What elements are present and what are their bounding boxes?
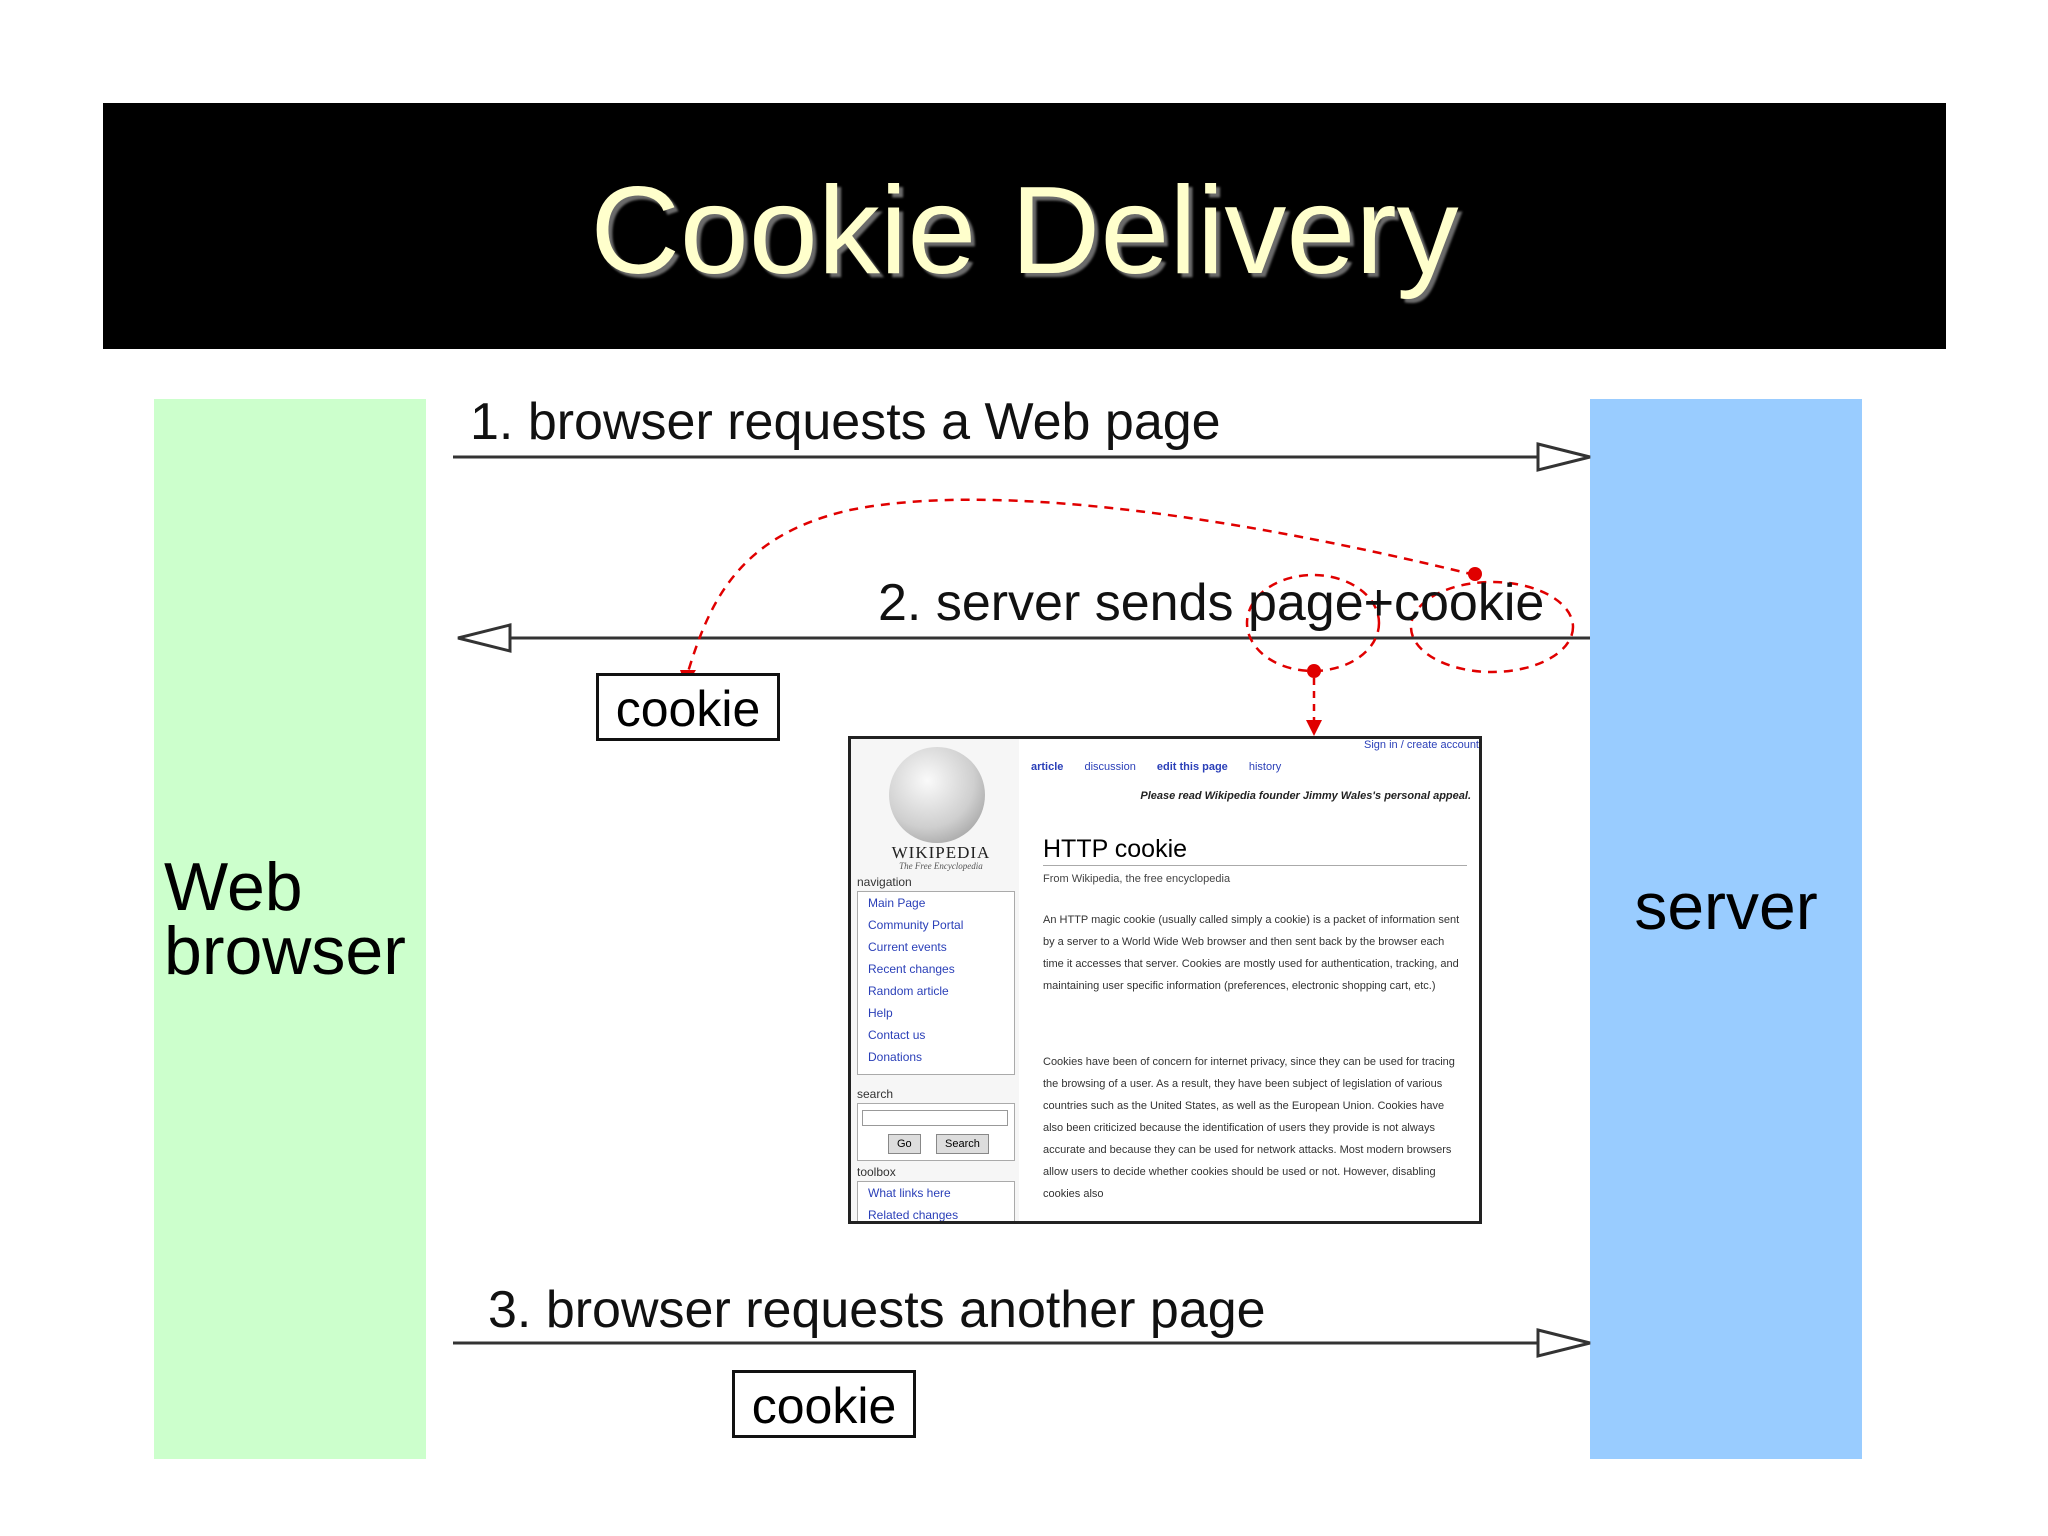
page-anchor-dot bbox=[1307, 664, 1321, 678]
wiki-sidebar: WIKIPEDIA The Free Encyclopedia navigati… bbox=[851, 739, 1019, 1221]
received-cookie-box: cookie bbox=[596, 673, 780, 741]
wiki-heading-rule bbox=[1043, 865, 1467, 866]
server-column bbox=[1590, 399, 1862, 1459]
wiki-search-button[interactable]: Search bbox=[936, 1134, 989, 1154]
wiki-tab-history[interactable]: history bbox=[1248, 761, 1282, 773]
wiki-signin-link[interactable]: Sign in / create account bbox=[1364, 739, 1479, 751]
slide-title: Cookie Delivery bbox=[590, 162, 1459, 300]
wiki-nav-link[interactable]: Main Page bbox=[868, 896, 926, 910]
wiki-nav-link[interactable]: Current events bbox=[868, 940, 947, 954]
wiki-search-box: Go Search bbox=[857, 1103, 1015, 1161]
page-highlight-ellipse bbox=[1245, 573, 1381, 673]
step-1-label: 1. browser requests a Web page bbox=[470, 393, 1221, 451]
wiki-tagline: The Free Encyclopedia bbox=[899, 861, 983, 871]
wiki-tab-discussion[interactable]: discussion bbox=[1084, 761, 1136, 773]
wiki-toolbox-link[interactable]: Related changes bbox=[868, 1208, 959, 1222]
wiki-nav-link[interactable]: Help bbox=[868, 1006, 893, 1020]
response-arrowhead bbox=[457, 623, 512, 653]
wiki-paragraph-2: Cookies have been of concern for interne… bbox=[1043, 1056, 1455, 1200]
wiki-article-heading: HTTP cookie bbox=[1043, 835, 1188, 863]
wiki-logo: WIKIPEDIA bbox=[891, 843, 991, 862]
wiki-search-title: search bbox=[857, 1087, 894, 1101]
wiki-tab-article[interactable]: article bbox=[1031, 761, 1064, 773]
cookie-to-browser-curve bbox=[686, 498, 1476, 673]
wiki-paragraph-1: An HTTP magic cookie (usually called sim… bbox=[1043, 914, 1460, 992]
second-request-arrowhead bbox=[1536, 1328, 1591, 1358]
wiki-nav-link[interactable]: Community Portal bbox=[868, 918, 964, 932]
cookie-anchor-dot bbox=[1468, 567, 1482, 581]
wiki-toolbox-box: What links here Related changes bbox=[857, 1181, 1015, 1222]
sent-cookie-box: cookie bbox=[732, 1370, 916, 1438]
step-2-label: 2. server sends page+cookie bbox=[878, 574, 1545, 632]
wikipedia-globe-icon bbox=[889, 747, 985, 843]
wiki-toolbox-title: toolbox bbox=[857, 1165, 896, 1179]
request-arrowhead bbox=[1536, 442, 1591, 472]
title-bar: Cookie Delivery bbox=[103, 103, 1946, 349]
wiki-appeal-notice: Please read Wikipedia founder Jimmy Wale… bbox=[1140, 790, 1471, 802]
wiki-tab-edit[interactable]: edit this page bbox=[1156, 761, 1228, 773]
step-3-label: 3. browser requests another page bbox=[488, 1281, 1266, 1339]
wiki-from-line: From Wikipedia, the free encyclopedia bbox=[1043, 873, 1231, 885]
wiki-nav-link[interactable]: Recent changes bbox=[868, 962, 955, 976]
wiki-search-input[interactable] bbox=[862, 1110, 1008, 1126]
wiki-nav-box: Main Page Community Portal Current event… bbox=[857, 891, 1015, 1075]
page-arrowhead bbox=[1306, 720, 1322, 736]
server-label: server bbox=[1634, 869, 1818, 943]
wikipedia-page-screenshot: WIKIPEDIA The Free Encyclopedia navigati… bbox=[848, 736, 1482, 1224]
wiki-go-button[interactable]: Go bbox=[888, 1134, 921, 1154]
web-browser-label: Web browser bbox=[164, 849, 406, 989]
wiki-nav-link[interactable]: Random article bbox=[868, 984, 949, 998]
wiki-nav-title: navigation bbox=[857, 875, 912, 889]
wiki-toolbox-link[interactable]: What links here bbox=[868, 1186, 951, 1200]
cookie-highlight-ellipse bbox=[1409, 580, 1575, 674]
wiki-nav-link[interactable]: Contact us bbox=[868, 1028, 926, 1042]
wiki-nav-link[interactable]: Donations bbox=[868, 1050, 923, 1064]
wiki-tabs: article discussion edit this page histor… bbox=[1031, 761, 1479, 779]
web-browser-column bbox=[154, 399, 426, 1459]
